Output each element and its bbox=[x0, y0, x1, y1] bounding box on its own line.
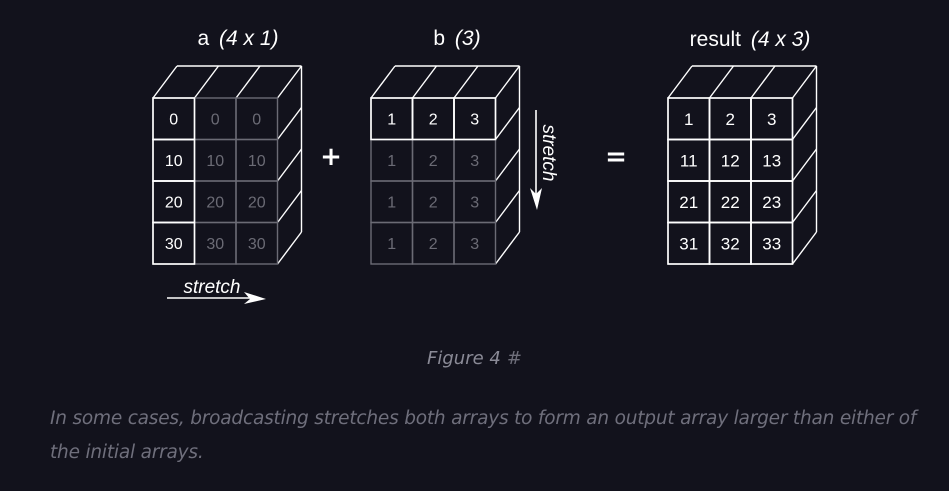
cell-value: 3 bbox=[470, 112, 479, 129]
cell-value: 23 bbox=[762, 193, 781, 212]
stretch-arrow-right-icon bbox=[167, 292, 266, 304]
cell-value: 1 bbox=[387, 112, 396, 129]
cell-value: 0 bbox=[211, 112, 220, 129]
cell-value: 3 bbox=[470, 195, 479, 212]
stretch-label-a: stretch bbox=[183, 277, 240, 298]
cell-value: 30 bbox=[206, 236, 224, 253]
cell-value: 3 bbox=[470, 236, 479, 253]
cell-value: 21 bbox=[679, 193, 698, 212]
cell-value: 1 bbox=[387, 195, 396, 212]
cell-value: 2 bbox=[429, 112, 438, 129]
cell-value: 2 bbox=[726, 110, 735, 129]
cell-value: 1 bbox=[387, 236, 396, 253]
equals-operator: = bbox=[605, 142, 627, 172]
side-face bbox=[494, 66, 521, 265]
side-face bbox=[791, 66, 818, 265]
cell-value: 0 bbox=[252, 112, 261, 129]
plus-operator: + bbox=[320, 142, 342, 172]
cell-value: 20 bbox=[165, 195, 183, 212]
cell-value: 13 bbox=[762, 151, 781, 170]
cell-value: 2 bbox=[429, 153, 438, 170]
cell-value: 20 bbox=[206, 195, 224, 212]
array-b-box: 1 2 3 1 2 3 1 2 3 1 2 3 bbox=[370, 65, 521, 265]
cell-value: 10 bbox=[248, 153, 266, 170]
figure-label: Figure 4# bbox=[0, 348, 949, 369]
cell-value: 20 bbox=[248, 195, 266, 212]
cell-value: 22 bbox=[721, 193, 740, 212]
cell-value: 31 bbox=[679, 234, 698, 253]
array-b-title: b (3) bbox=[433, 27, 480, 50]
array-cell bbox=[453, 221, 497, 265]
array-cell bbox=[235, 221, 279, 265]
array-a-title: a (4 x 1) bbox=[197, 27, 278, 50]
figure-anchor-link[interactable]: # bbox=[506, 348, 522, 369]
cell-value: 2 bbox=[429, 236, 438, 253]
figure-number: Figure 4 bbox=[427, 348, 501, 369]
cell-value: 32 bbox=[721, 234, 740, 253]
cell-value: 10 bbox=[165, 153, 183, 170]
cell-value: 1 bbox=[387, 153, 396, 170]
cell-value: 1 bbox=[684, 110, 693, 129]
top-face bbox=[152, 65, 303, 99]
figure-description: In some cases, broadcasting stretches bo… bbox=[50, 408, 917, 463]
cell-value: 30 bbox=[165, 236, 183, 253]
top-face bbox=[370, 65, 521, 99]
stretch-arrow-down-icon bbox=[530, 110, 542, 210]
cell-value: 3 bbox=[767, 110, 776, 129]
cell-value: 10 bbox=[206, 153, 224, 170]
array-a-box: 0 0 0 10 10 10 20 20 20 30 30 30 bbox=[152, 65, 303, 265]
cell-value: 2 bbox=[429, 195, 438, 212]
cell-value: 0 bbox=[169, 112, 178, 129]
result-title: result (4 x 3) bbox=[690, 28, 811, 51]
top-face bbox=[667, 65, 818, 99]
cell-value: 12 bbox=[721, 151, 740, 170]
side-face bbox=[276, 66, 303, 265]
cell-value: 11 bbox=[680, 151, 698, 170]
cell-value: 33 bbox=[762, 234, 781, 253]
cell-value: 3 bbox=[470, 153, 479, 170]
stretch-label-b: stretch bbox=[538, 124, 559, 181]
cell-value: 30 bbox=[248, 236, 266, 253]
